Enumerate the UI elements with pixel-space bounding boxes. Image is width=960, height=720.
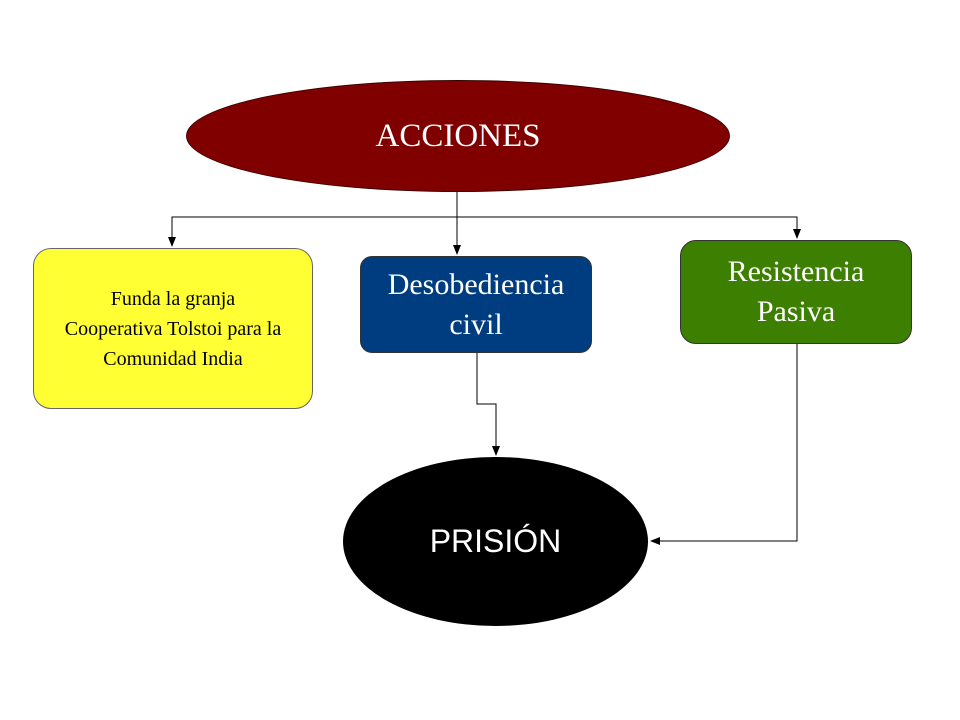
connector-desobediencia-prision [476, 353, 500, 456]
connector-acciones-granja [168, 216, 457, 247]
connector-resistencia-prision [650, 344, 798, 545]
node-acciones: ACCIONES [186, 80, 730, 192]
node-desobediencia-civil: Desobediencia civil [360, 256, 592, 353]
node-resistencia-pasiva: Resistencia Pasiva [680, 240, 912, 344]
node-funda-granja-label: Funda la granja Cooperativa Tolstoi para… [64, 287, 282, 370]
node-desobediencia-civil-label: Desobediencia civil [387, 267, 565, 341]
node-resistencia-pasiva-label: Resistencia Pasiva [727, 255, 865, 328]
node-funda-granja: Funda la granja Cooperativa Tolstoi para… [33, 248, 313, 409]
connector-acciones-resistencia [457, 216, 801, 239]
node-acciones-label: ACCIONES [375, 117, 541, 154]
node-prision-label: PRISIÓN [429, 523, 562, 559]
node-prision: PRISIÓN [343, 457, 648, 626]
